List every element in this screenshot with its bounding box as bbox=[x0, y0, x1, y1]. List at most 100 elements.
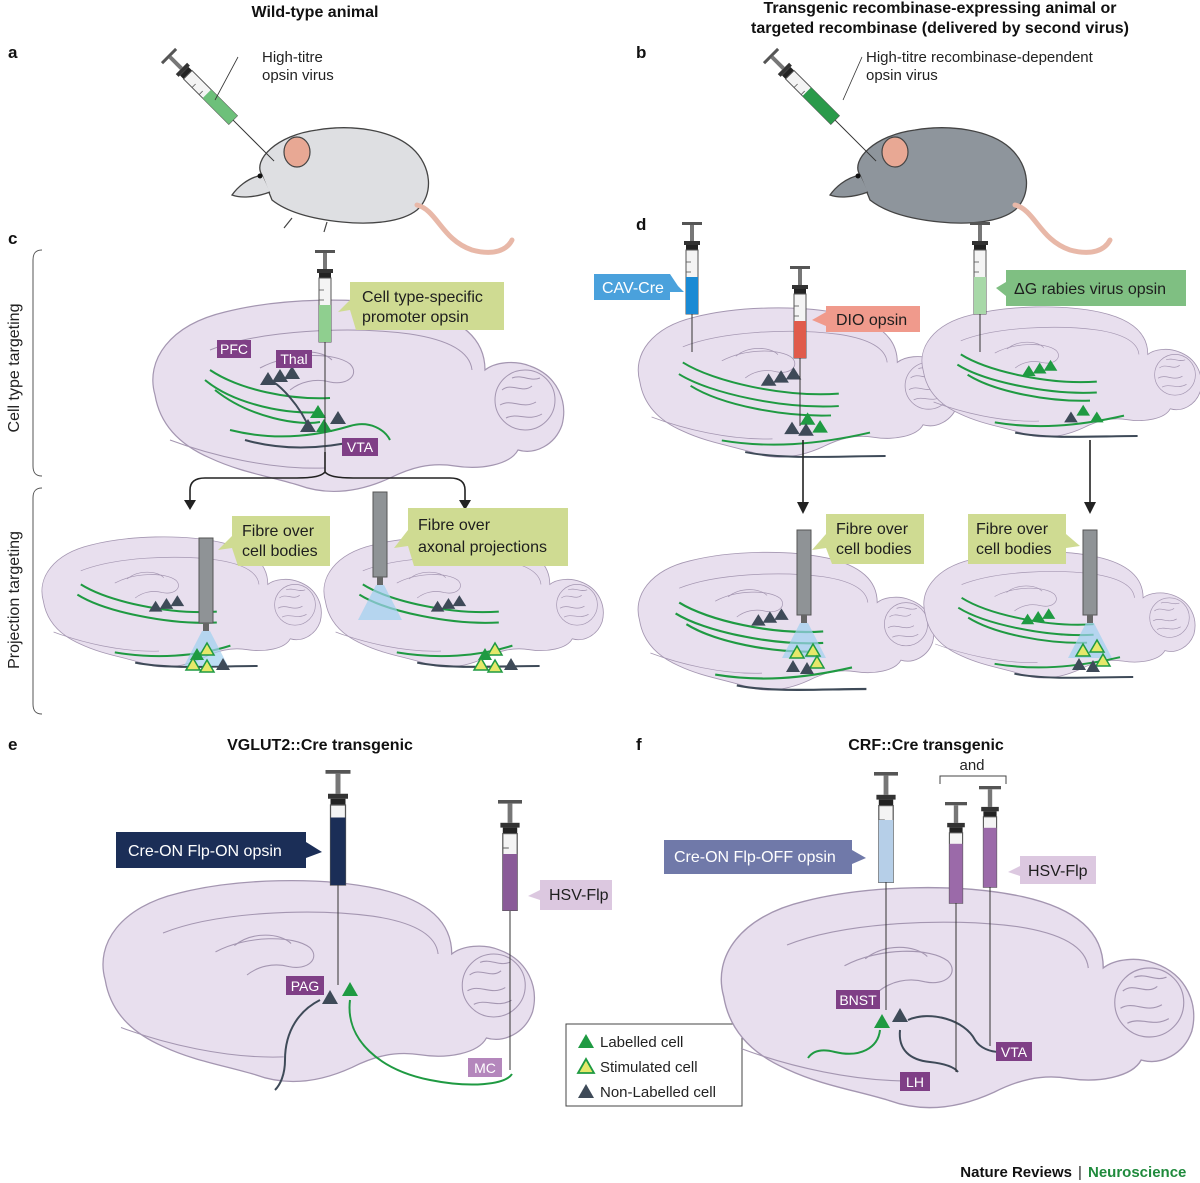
syringe-rabies bbox=[969, 221, 991, 352]
neuron-e-slate bbox=[274, 999, 321, 1091]
arrow-split bbox=[189, 452, 326, 505]
tag-vta-c: VTA bbox=[342, 438, 378, 456]
stim-cells-c-right bbox=[472, 641, 518, 673]
syringe-f-opsin bbox=[873, 771, 899, 884]
callout-cav-cre: CAV-Cre bbox=[594, 274, 684, 300]
neuron-f-vta bbox=[907, 1015, 1001, 1053]
syringe-f-hsv-a bbox=[944, 801, 968, 904]
svg-text:PFC: PFC bbox=[220, 341, 248, 357]
header-transgenic-line1: Transgenic recombinase-expressing animal… bbox=[763, 0, 1116, 17]
legend-labelled-label: Labelled cell bbox=[600, 1034, 683, 1051]
tag-thal: Thal bbox=[276, 350, 312, 368]
bracket-cell-type bbox=[32, 249, 43, 477]
tag-bnst: BNST bbox=[836, 990, 880, 1009]
svg-text:VTA: VTA bbox=[1001, 1044, 1028, 1060]
syringe-e-opsin bbox=[324, 769, 352, 886]
svg-text:Fibre over: Fibre over bbox=[418, 517, 491, 534]
syringe-panel-a bbox=[160, 47, 275, 162]
panel-letter-b: b bbox=[636, 43, 646, 62]
panel-a-label-line2: opsin virus bbox=[262, 67, 334, 84]
arrow-split-right bbox=[324, 471, 466, 505]
svg-text:PAG: PAG bbox=[291, 978, 320, 994]
svg-text:HSV-Flp: HSV-Flp bbox=[549, 887, 609, 904]
stim-cells-d-right bbox=[1072, 638, 1112, 672]
syringe-e-hsv bbox=[497, 799, 523, 912]
tag-mc: MC bbox=[468, 1058, 502, 1077]
svg-text:BNST: BNST bbox=[839, 992, 877, 1008]
side-label-cell-type: Cell type targeting bbox=[6, 304, 23, 433]
svg-text:Fibre over: Fibre over bbox=[976, 521, 1049, 538]
brain-d-top-left bbox=[637, 307, 960, 458]
stim-cells-d-left bbox=[786, 642, 826, 674]
svg-text:ΔG rabies virus opsin: ΔG rabies virus opsin bbox=[1014, 281, 1166, 298]
cell-e-labelled bbox=[342, 982, 358, 996]
callout-fibre-axonal-c: Fibre over axonal projections bbox=[394, 508, 568, 566]
arrowhead-d-right bbox=[1084, 502, 1096, 514]
svg-text:VTA: VTA bbox=[347, 439, 374, 455]
arrowhead-left bbox=[184, 500, 196, 510]
callout-f-opsin: Cre-ON Flp-OFF opsin bbox=[664, 840, 866, 874]
callout-rabies: ΔG rabies virus opsin bbox=[996, 270, 1186, 306]
syringe-panel-c bbox=[314, 249, 336, 470]
legend: Labelled cell Stimulated cell Non-Labell… bbox=[565, 1023, 743, 1107]
neuron-f-green bbox=[807, 1029, 881, 1059]
tag-pag: PAG bbox=[286, 976, 324, 995]
svg-text:Cell type-specific: Cell type-specific bbox=[362, 289, 483, 306]
callout-fibre-d-right: Fibre over cell bodies bbox=[968, 514, 1080, 564]
tag-vta-f: VTA bbox=[996, 1042, 1032, 1061]
syringe-cav-cre bbox=[681, 221, 703, 352]
callout-fibre-d-left: Fibre over cell bodies bbox=[812, 514, 924, 564]
svg-text:Fibre over: Fibre over bbox=[836, 521, 909, 538]
svg-text:cell bodies: cell bodies bbox=[836, 541, 912, 558]
svg-text:MC: MC bbox=[474, 1060, 496, 1076]
panel-e-title: VGLUT2::Cre transgenic bbox=[227, 737, 413, 754]
footer-section: Neuroscience bbox=[1088, 1164, 1186, 1181]
svg-text:promoter opsin: promoter opsin bbox=[362, 309, 469, 326]
arrowhead-right bbox=[459, 500, 471, 510]
stim-cells-c-left bbox=[184, 641, 230, 673]
panel-a-label-line1: High-titre bbox=[262, 49, 323, 66]
cell-e-nonlabelled bbox=[322, 990, 338, 1004]
svg-text:axonal projections: axonal projections bbox=[418, 539, 547, 556]
syringe-panel-b bbox=[762, 47, 877, 162]
svg-text:Fibre over: Fibre over bbox=[242, 523, 315, 540]
panel-f-and: and bbox=[959, 757, 984, 774]
svg-text:Cre-ON Flp-ON opsin: Cre-ON Flp-ON opsin bbox=[128, 843, 282, 860]
legend-nonlabelled-label: Non-Labelled cell bbox=[600, 1084, 716, 1101]
brain-d-top-right bbox=[921, 306, 1200, 438]
arrowhead-d-left bbox=[797, 502, 809, 514]
panel-b-label-line1: High-titre recombinase-dependent bbox=[866, 49, 1094, 66]
legend-stimulated-marker bbox=[576, 1057, 596, 1074]
panel-letter-c: c bbox=[8, 229, 17, 248]
svg-text:DIO opsin: DIO opsin bbox=[836, 312, 907, 329]
syringe-dio-opsin bbox=[789, 265, 811, 426]
panel-f-title: CRF::Cre transgenic bbox=[848, 737, 1004, 754]
bracket-projection bbox=[32, 487, 43, 715]
legend-labelled-marker bbox=[578, 1034, 594, 1048]
brace-and bbox=[939, 775, 1007, 784]
panel-letter-d: d bbox=[636, 215, 646, 234]
svg-text:cell bodies: cell bodies bbox=[242, 543, 318, 560]
panel-b-label-line2: opsin virus bbox=[866, 67, 938, 84]
panel-letter-a: a bbox=[8, 43, 18, 62]
tag-lh: LH bbox=[900, 1072, 930, 1091]
callout-e-hsv: HSV-Flp bbox=[528, 880, 612, 910]
svg-text:Thal: Thal bbox=[280, 351, 307, 367]
callout-fibre-cell-c: Fibre over cell bodies bbox=[218, 516, 330, 566]
footer-separator: | bbox=[1078, 1164, 1082, 1181]
mouse-transgenic bbox=[828, 127, 1113, 255]
header-transgenic-line2: targeted recombinase (delivered by secon… bbox=[751, 20, 1129, 37]
svg-text:cell bodies: cell bodies bbox=[976, 541, 1052, 558]
svg-text:LH: LH bbox=[906, 1074, 924, 1090]
footer-journal: Nature Reviews bbox=[960, 1164, 1072, 1181]
syringe-f-hsv-b bbox=[978, 785, 1002, 888]
brain-d-bottom-right bbox=[923, 551, 1196, 679]
neuron-f-lh bbox=[898, 1029, 959, 1073]
neuron-e-green bbox=[348, 999, 513, 1086]
legend-stimulated-label: Stimulated cell bbox=[600, 1059, 698, 1076]
tag-pfc: PFC bbox=[217, 340, 251, 358]
brain-d-bottom-left bbox=[637, 551, 935, 691]
legend-nonlabelled-marker bbox=[578, 1084, 594, 1098]
callout-f-hsv: HSV-Flp bbox=[1008, 856, 1096, 884]
mouse-wildtype bbox=[232, 128, 512, 253]
